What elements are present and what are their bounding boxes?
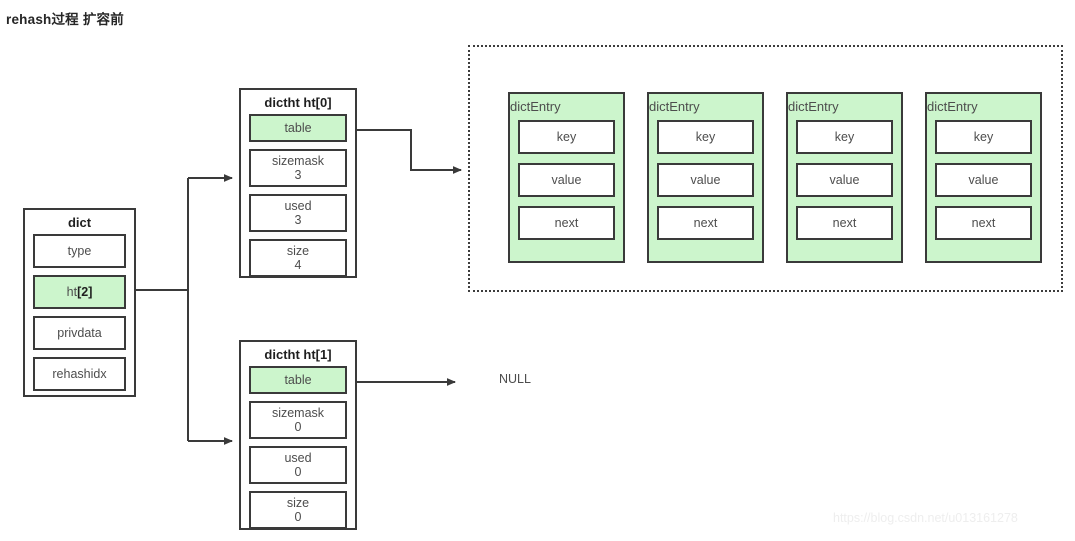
hash-table-bucket-container: [468, 45, 1063, 292]
dictht-ht0-field-used-label: used: [284, 198, 312, 213]
dict-entry-0-field-value-label: value: [551, 172, 582, 187]
dict-entry-1-field-next[interactable]: next: [657, 206, 754, 240]
dictht-ht1-field-used-value: 0: [294, 465, 302, 479]
null-label: NULL: [499, 372, 531, 386]
watermark-text: https://blog.csdn.net/u013161278: [833, 511, 1018, 525]
dict-entry-0-field-key[interactable]: key: [518, 120, 615, 154]
dictht-ht0-field-sizemask[interactable]: sizemask 3: [249, 149, 347, 187]
dict-entry-3-field-next-label: next: [971, 215, 996, 230]
dictht-ht1-field-table-label: table: [284, 372, 312, 387]
dict-entry-2-field-value[interactable]: value: [796, 163, 893, 197]
wire-ht0-table-to-entries: [357, 129, 462, 174]
dict-entry-2: dictEntry key value next: [786, 92, 903, 263]
dict-entry-2-field-value-label: value: [829, 172, 860, 187]
dict-entry-1-field-key[interactable]: key: [657, 120, 754, 154]
page-title: rehash过程 扩容前: [6, 12, 124, 27]
dict-entry-0-field-next-label: next: [554, 215, 579, 230]
dict-field-type[interactable]: type: [33, 234, 126, 268]
dictht-ht0-field-sizemask-label: sizemask: [271, 153, 325, 168]
dict-entry-2-field-next[interactable]: next: [796, 206, 893, 240]
dict-entry-2-field-key-label: key: [834, 129, 855, 144]
dict-entry-1-field-value[interactable]: value: [657, 163, 754, 197]
dict-field-privdata[interactable]: privdata: [33, 316, 126, 350]
dict-entry-0-caption: dictEntry: [510, 99, 561, 114]
dict-entry-0-field-value[interactable]: value: [518, 163, 615, 197]
dict-entry-0-field-next[interactable]: next: [518, 206, 615, 240]
dict-field-rehashidx[interactable]: rehashidx: [33, 357, 126, 391]
dict-caption: dict: [67, 215, 92, 230]
dict-entry-1: dictEntry key value next: [647, 92, 764, 263]
dict-struct: dict type ht [2] privdata rehashidx: [23, 208, 136, 397]
dictht-ht0-field-used[interactable]: used 3: [249, 194, 347, 232]
dictht-ht0-field-size-value: 4: [294, 258, 302, 272]
dict-entry-1-field-value-label: value: [690, 172, 721, 187]
dictht-ht1-field-used-label: used: [284, 450, 312, 465]
dictht-ht0-field-size-label: size: [286, 243, 310, 258]
dictht-ht1-field-size-value: 0: [294, 510, 302, 524]
dictht-ht1-field-sizemask-value: 0: [294, 420, 302, 434]
dict-entry-1-field-next-label: next: [693, 215, 718, 230]
dict-entry-3-field-key-label: key: [973, 129, 994, 144]
dict-entry-1-field-key-label: key: [695, 129, 716, 144]
dict-entry-2-field-key[interactable]: key: [796, 120, 893, 154]
dict-entry-0-field-key-label: key: [556, 129, 577, 144]
dictht-ht1-field-sizemask[interactable]: sizemask 0: [249, 401, 347, 439]
dictht-ht1-caption: dictht ht[1]: [264, 347, 332, 362]
dict-field-rehashidx-label: rehashidx: [52, 366, 107, 381]
dict-entry-1-caption: dictEntry: [649, 99, 700, 114]
dict-entry-3-field-value-label: value: [968, 172, 999, 187]
dict-field-privdata-label: privdata: [57, 325, 102, 340]
dictht-ht0-struct: dictht ht[0] table sizemask 3 used 3 siz…: [239, 88, 357, 278]
dict-entry-3-field-next[interactable]: next: [935, 206, 1032, 240]
dictht-ht1-field-table[interactable]: table: [249, 366, 347, 394]
dict-field-ht-count: [2]: [77, 284, 93, 299]
dict-entry-2-field-next-label: next: [832, 215, 857, 230]
dict-entry-3-field-key[interactable]: key: [935, 120, 1032, 154]
dictht-ht0-field-size[interactable]: size 4: [249, 239, 347, 277]
dict-field-ht-label: ht: [66, 284, 78, 299]
dict-entry-0: dictEntry key value next: [508, 92, 625, 263]
dictht-ht0-field-sizemask-value: 3: [294, 168, 302, 182]
dict-field-type-label: type: [67, 243, 92, 258]
dictht-ht1-struct: dictht ht[1] table sizemask 0 used 0 siz…: [239, 340, 357, 530]
dictht-ht0-field-table[interactable]: table: [249, 114, 347, 142]
dict-entry-3-caption: dictEntry: [927, 99, 978, 114]
dict-entry-2-caption: dictEntry: [788, 99, 839, 114]
dictht-ht0-caption: dictht ht[0]: [264, 95, 332, 110]
dictht-ht1-field-size-label: size: [286, 495, 310, 510]
dictht-ht0-field-table-label: table: [284, 120, 312, 135]
dict-entry-3: dictEntry key value next: [925, 92, 1042, 263]
dictht-ht1-field-used[interactable]: used 0: [249, 446, 347, 484]
dict-field-ht[interactable]: ht [2]: [33, 275, 126, 309]
dictht-ht0-field-used-value: 3: [294, 213, 302, 227]
dictht-ht1-field-size[interactable]: size 0: [249, 491, 347, 529]
dict-entry-3-field-value[interactable]: value: [935, 163, 1032, 197]
dictht-ht1-field-sizemask-label: sizemask: [271, 405, 325, 420]
